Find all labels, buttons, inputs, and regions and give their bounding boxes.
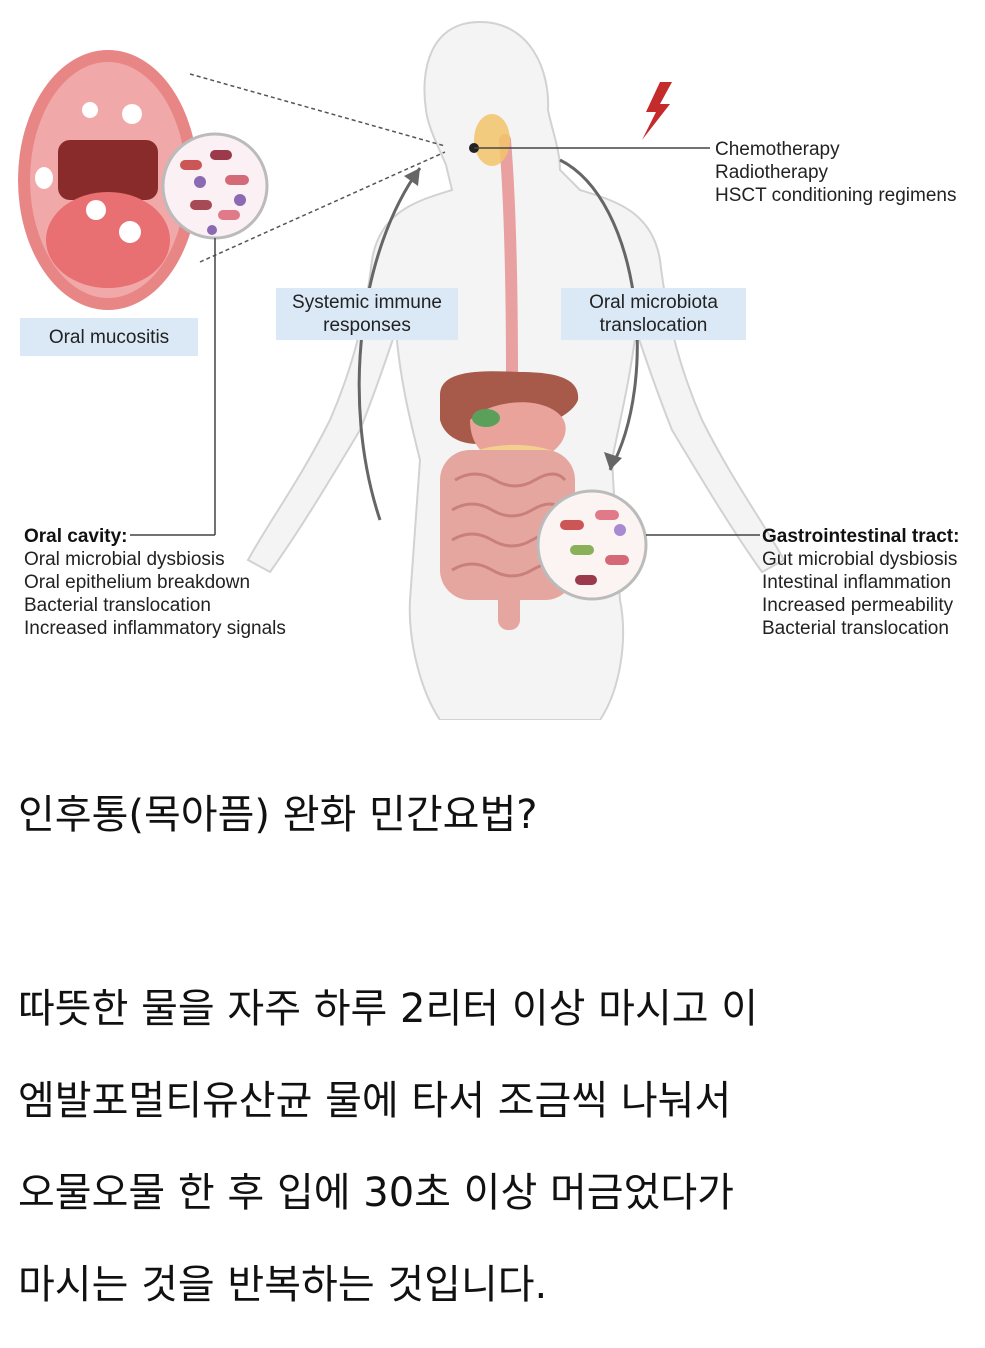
oral-cavity-list: Oral cavity: Oral microbial dysbiosis Or…: [24, 525, 286, 640]
medical-illustration: Chemotherapy Radiotherapy HSCT condition…: [18, 20, 959, 721]
oral-translocation-box: Oral microbiota translocation: [561, 288, 746, 340]
salivary-gland: [474, 114, 510, 166]
illustration-svg: [18, 20, 786, 721]
paragraph-line: 따뜻한 물을 자주 하루 2리터 이상 마시고 이: [18, 986, 759, 1032]
oral-mucositis-box: Oral mucositis: [20, 318, 198, 356]
gut-bacteria-zoom: [536, 489, 648, 601]
translocation-line-1: Oral microbiota: [589, 292, 718, 313]
systemic-immune-box: Systemic immune responses: [276, 288, 458, 340]
label-hsct: HSCT conditioning regimens: [715, 185, 957, 206]
gallbladder: [472, 409, 500, 427]
lightning-bolt-icon: [642, 82, 672, 140]
esophagus: [499, 134, 518, 386]
label-chemotherapy: Chemotherapy: [715, 139, 840, 160]
paragraph-line: 오물오물 한 후 입에 30초 이상 머금었다가: [18, 1170, 734, 1216]
oral-cavity-item: Oral microbial dysbiosis: [24, 549, 225, 570]
oral-cavity-item: Bacterial translocation: [24, 595, 211, 616]
systemic-line-2: responses: [323, 315, 411, 336]
gi-tract-item: Increased permeability: [762, 595, 954, 616]
oral-cavity-item: Oral epithelium breakdown: [24, 572, 251, 593]
systemic-line-1: Systemic immune: [292, 292, 442, 313]
label-radiotherapy: Radiotherapy: [715, 162, 829, 183]
oral-cavity-title: Oral cavity:: [24, 526, 128, 547]
paragraph-line: 마시는 것을 반복하는 것입니다.: [18, 1262, 548, 1308]
gi-tract-title: Gastrointestinal tract:: [762, 526, 960, 547]
translocation-line-2: translocation: [599, 315, 708, 336]
question-heading: 인후통(목아픔) 완화 민간요법?: [18, 792, 538, 838]
oral-mucositis-label: Oral mucositis: [48, 326, 170, 348]
body-paragraph: 따뜻한 물을 자주 하루 2리터 이상 마시고 이 엠발포멀티유산균 물에 타서…: [18, 980, 973, 1348]
gi-tract-item: Gut microbial dysbiosis: [762, 549, 958, 570]
gi-tract-list: Gastrointestinal tract: Gut microbial dy…: [762, 525, 959, 640]
oral-cavity-item: Increased inflammatory signals: [24, 618, 286, 639]
oral-bacteria-zoom: [161, 132, 269, 240]
gi-tract-item: Bacterial translocation: [762, 618, 949, 639]
open-mouth: [18, 50, 198, 310]
gi-tract-item: Intestinal inflammation: [762, 572, 952, 593]
trigger-labels: Chemotherapy Radiotherapy HSCT condition…: [715, 138, 957, 207]
paragraph-line: 엠발포멀티유산균 물에 타서 조금씩 나눠서: [18, 1078, 732, 1124]
